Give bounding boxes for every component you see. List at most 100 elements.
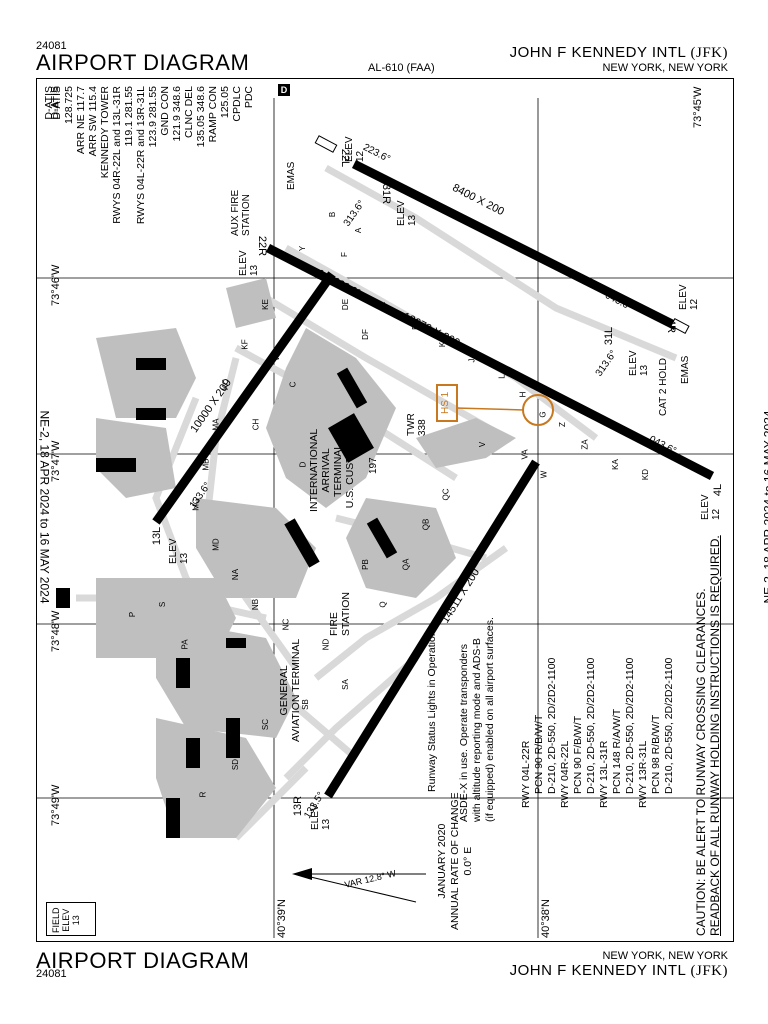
- north-arrow: [292, 868, 426, 903]
- taxiway-df: DF: [360, 329, 370, 340]
- cycle-right: NE-2, 18 APR 2024 to 16 MAY 2024: [761, 410, 768, 604]
- taxiway-f: F: [339, 252, 349, 257]
- hot-spot-box[interactable]: [436, 384, 458, 422]
- taxiway-d: D: [298, 461, 308, 468]
- chart-title: AIRPORT DIAGRAM: [36, 50, 250, 75]
- taxiway-sa: SA: [340, 679, 350, 690]
- taxiway-za: ZA: [580, 439, 590, 450]
- taxiway-qc: QC: [441, 488, 451, 501]
- taxiway-mc: MC: [191, 498, 201, 511]
- taxiway-b: B: [328, 211, 338, 218]
- ramp-areas: [96, 278, 516, 838]
- taxiway-ma: MA: [211, 418, 221, 431]
- taxiway-ee: EE: [410, 319, 420, 330]
- emas-label: EMAS: [680, 355, 691, 384]
- lat-label: 40°39'N: [276, 899, 288, 938]
- airport-map: [36, 98, 734, 938]
- taxiway-sb: SB: [300, 699, 310, 710]
- rwy-end: 31L: [603, 326, 616, 346]
- al-number: AL-610 (FAA): [368, 62, 435, 74]
- taxiway-na: NA: [231, 568, 241, 581]
- taxiway-c: C: [288, 381, 298, 388]
- airport-name: JOHN F KENNEDY INTL (JFK): [509, 44, 728, 61]
- taxiway-kf: KF: [240, 339, 250, 350]
- taxiway-v: V: [478, 441, 488, 448]
- taxiway-s: S: [158, 601, 168, 608]
- taxiway-fb: FB: [316, 269, 326, 280]
- lon-label: 73°45'W: [692, 86, 704, 128]
- lon-label: 73°49'W: [50, 784, 62, 826]
- taxiway-va: VA: [520, 449, 530, 460]
- footer-title: AIRPORT DIAGRAM: [36, 948, 250, 973]
- cycle-left: NE-2, 18 APR 2024 to 16 MAY 2024: [37, 410, 52, 604]
- rwy-end: 31R: [380, 183, 393, 205]
- taxiway-nb: NB: [251, 598, 261, 611]
- taxiway-sc: SC: [261, 718, 271, 731]
- taxiway-r: R: [198, 791, 208, 798]
- lon-label: 73°46'W: [50, 264, 62, 306]
- rwy-end: 13L: [151, 526, 164, 546]
- taxiway-pa: PA: [180, 639, 190, 650]
- lon-label: 73°47'W: [50, 440, 62, 482]
- hotspot-leader: [455, 407, 525, 411]
- taxiway-pb: PB: [360, 559, 370, 570]
- magvar-block: JANUARY 2020 ANNUAL RATE OF CHANGE 0.0° …: [436, 792, 474, 930]
- taxiway-q: Q: [378, 601, 388, 608]
- obstacle-elev: 197: [368, 457, 379, 474]
- pcn-block: RWY 04L-22R PCN 90 R/B/W/T D-210, 2D-550…: [520, 657, 675, 808]
- lat-label: 40°38'N: [540, 899, 552, 938]
- taxiway-wa: WA: [271, 348, 281, 361]
- footer-code: 24081: [36, 968, 67, 980]
- taxiway-nd: ND: [321, 638, 331, 651]
- rwy-end: 4R: [665, 318, 678, 334]
- taxiway-p: P: [128, 611, 138, 618]
- taxiway-sd: SD: [231, 758, 241, 771]
- taxiway-j: J: [467, 358, 477, 363]
- taxiway-kd: KD: [641, 468, 651, 481]
- taxiway-e: E: [378, 301, 388, 308]
- taxiway-de: DE: [341, 298, 351, 311]
- taxiway-kc: KC: [221, 378, 231, 391]
- chart-code: 24081: [36, 40, 67, 52]
- runway-status-note: Runway Status Lights in Operation: [426, 630, 438, 792]
- taxiway-nc: NC: [281, 618, 291, 631]
- taxiway-y: Y: [298, 245, 308, 252]
- asde-note: ASDE-X in use. Operate transponders with…: [458, 617, 496, 822]
- taxiway-md: MD: [211, 538, 221, 551]
- taxiway-qb: QB: [421, 518, 431, 531]
- footer-city: NEW YORK, NEW YORK: [602, 950, 728, 962]
- taxiway-mb: MB: [201, 458, 211, 471]
- taxiway-g: G: [538, 411, 548, 418]
- lon-label: 73°48'W: [50, 610, 62, 652]
- caution-note: CAUTION: BE ALERT TO RUNWAY CROSSING CLE…: [694, 535, 722, 936]
- taxiway-ch: CH: [251, 418, 261, 431]
- field-elevation-box: FIELD ELEV 13: [46, 902, 96, 936]
- taxiway-k: K: [438, 341, 448, 348]
- taxiway-w: W: [539, 470, 549, 479]
- d-badge: D: [278, 84, 290, 96]
- emas-areas: [314, 135, 690, 334]
- chart-frame: [36, 78, 734, 942]
- footer-airport-name: JOHN F KENNEDY INTL (JFK): [509, 962, 728, 979]
- taxiway-h: H: [518, 391, 528, 398]
- airport-city: NEW YORK, NEW YORK: [602, 62, 728, 74]
- taxiway-ka: KA: [610, 459, 620, 470]
- cat2-hold-label: CAT 2 HOLD: [658, 358, 669, 416]
- runways: [152, 159, 715, 799]
- taxiway-qa: QA: [401, 558, 411, 571]
- taxiway-ke: KE: [260, 299, 270, 310]
- taxiway-z: Z: [557, 422, 567, 427]
- emas-label: EMAS: [286, 161, 297, 190]
